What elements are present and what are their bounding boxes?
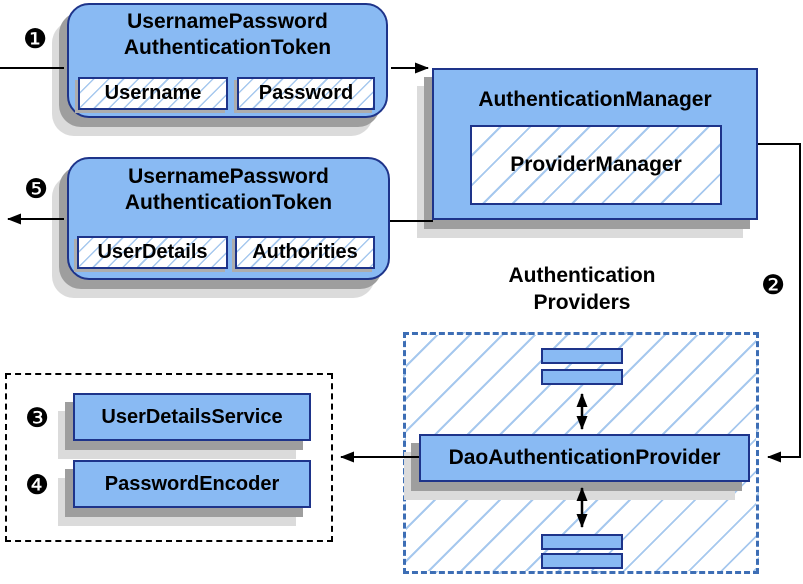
provider-item-bar: [541, 348, 623, 364]
request-token-title: UsernamePassword AuthenticationToken: [67, 9, 388, 61]
authentication-providers-heading-line1: Authentication: [508, 264, 656, 287]
step-1-badge: ❶: [23, 24, 48, 55]
provider-item-bar: [541, 369, 623, 385]
userdetailsservice-box: UserDetailsService: [73, 393, 311, 441]
username-field: Username: [78, 77, 228, 110]
userdetailsservice-label: UserDetailsService: [101, 405, 283, 428]
step-2-badge: ❷: [761, 270, 786, 301]
authentication-providers-heading-line2: Providers: [533, 291, 631, 314]
result-token-title: UsernamePassword AuthenticationToken: [67, 164, 390, 216]
username-field-label: Username: [104, 82, 202, 104]
provider-item-bar: [541, 553, 623, 569]
step-4-badge: ❹: [25, 470, 50, 501]
passwordencoder-box: PasswordEncoder: [73, 460, 311, 508]
userdetails-field: UserDetails: [77, 236, 228, 269]
passwordencoder-label: PasswordEncoder: [104, 472, 280, 495]
authorities-field-label: Authorities: [252, 241, 358, 263]
authentication-providers-heading: Authentication Providers: [462, 262, 702, 316]
provider-item-bar: [541, 534, 623, 550]
password-field-label: Password: [258, 82, 354, 104]
request-token-title-line1: UsernamePassword: [127, 10, 328, 33]
provider-manager-box: ProviderManager: [470, 125, 722, 205]
provider-manager-label: ProviderManager: [510, 153, 682, 176]
services-container: [5, 373, 333, 542]
result-token-title-line2: AuthenticationToken: [124, 191, 333, 214]
authorities-field: Authorities: [235, 236, 375, 269]
step-5-badge: ❺: [24, 174, 49, 205]
request-token-title-line2: AuthenticationToken: [123, 36, 332, 59]
result-token-title-line1: UsernamePassword: [128, 165, 329, 188]
dao-authentication-provider-label: DaoAuthenticationProvider: [448, 446, 721, 469]
password-field: Password: [237, 77, 375, 110]
userdetails-field-label: UserDetails: [97, 241, 208, 263]
step-3-badge: ❸: [25, 403, 50, 434]
authentication-manager-label: AuthenticationManager: [478, 88, 712, 111]
authentication-manager-title: AuthenticationManager: [432, 87, 758, 113]
dao-authentication-provider-box: DaoAuthenticationProvider: [419, 434, 750, 482]
